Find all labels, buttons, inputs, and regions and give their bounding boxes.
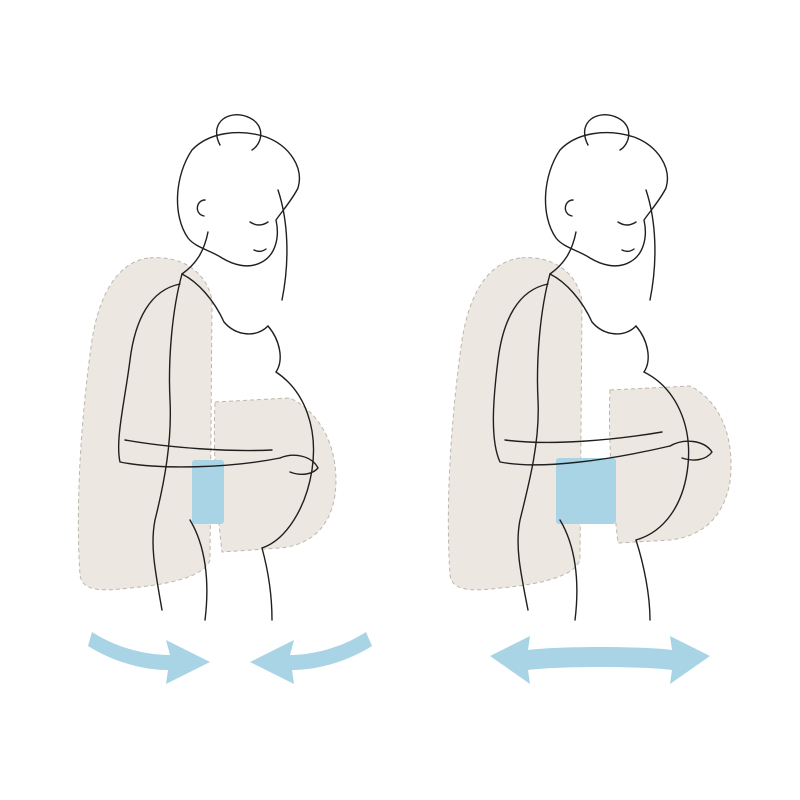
arm-right <box>492 283 671 466</box>
belly-left <box>261 371 315 549</box>
hand-left <box>279 454 319 476</box>
hair-bun-right <box>583 114 630 151</box>
head-right <box>544 131 668 267</box>
arm-left <box>117 283 281 468</box>
ear-left <box>196 199 206 217</box>
hair-bun-left <box>215 114 262 151</box>
eye-right <box>617 221 637 226</box>
support-band-left <box>192 460 224 524</box>
support-band-right <box>556 458 616 524</box>
arrow-inward-left <box>88 632 210 684</box>
leg-front-left <box>261 547 273 621</box>
arrow-outward-double <box>490 636 710 684</box>
chest-left <box>267 325 281 373</box>
forearm-inner-left <box>124 439 273 452</box>
forearm-inner-right <box>504 431 663 444</box>
belly-cushion-left <box>213 397 337 553</box>
arrow-inward-right <box>250 632 372 684</box>
leg-back-left <box>189 519 208 621</box>
mouth-right <box>621 248 635 253</box>
back-cushion-right <box>447 257 583 591</box>
shoulder-strap-right <box>549 273 637 335</box>
figure-right <box>447 114 732 684</box>
chest-right <box>635 325 649 373</box>
back-cushion-left <box>77 257 213 591</box>
head-left <box>176 131 300 267</box>
leg-front-right <box>635 539 651 621</box>
leg-back-right <box>559 519 578 621</box>
eye-left <box>249 221 269 226</box>
mouth-left <box>253 248 267 253</box>
back-right <box>517 273 551 611</box>
ear-right <box>564 199 574 217</box>
neck-back-left <box>181 231 209 275</box>
shoulder-strap-left <box>181 273 269 335</box>
hair-strand-left <box>277 189 288 301</box>
neck-back-right <box>549 231 577 275</box>
hand-right <box>669 440 713 461</box>
figure-left <box>77 114 372 684</box>
hair-strand-right <box>645 189 656 301</box>
belly-cushion-right <box>608 385 732 544</box>
back-left <box>152 273 183 611</box>
belly-right <box>635 371 690 541</box>
